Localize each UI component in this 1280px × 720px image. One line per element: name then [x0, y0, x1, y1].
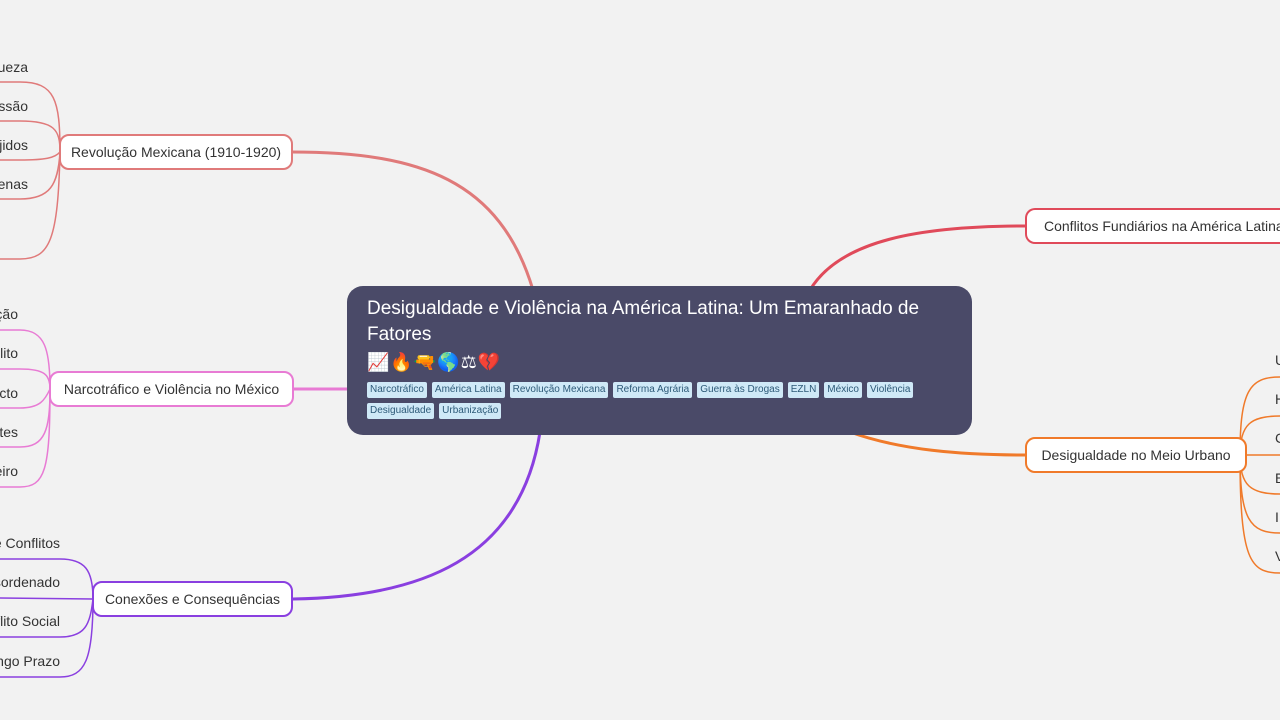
- leaf-revolucao-3[interactable]: jidos: [0, 137, 28, 153]
- tag-guerra-drogas[interactable]: Guerra às Drogas: [697, 382, 783, 398]
- central-topic[interactable]: Desigualdade e Violência na América Lati…: [347, 286, 972, 435]
- leaf-urbano-1[interactable]: U: [1275, 352, 1280, 368]
- node-narcotrafico[interactable]: Narcotráfico e Violência no México: [49, 371, 294, 407]
- connector-urbano: [849, 430, 1027, 457]
- leaf-conexoes-3[interactable]: flito Social: [0, 613, 60, 629]
- connector-conexoes: [292, 431, 542, 601]
- tag-revolucao-mexicana[interactable]: Revolução Mexicana: [509, 382, 609, 398]
- tag-ezln[interactable]: EZLN: [787, 382, 820, 398]
- node-conflitos-fundiarios[interactable]: Conflitos Fundiários na América Latina: [1025, 208, 1280, 244]
- leaf-urbano-4[interactable]: E: [1275, 470, 1280, 486]
- leaf-revolucao-4[interactable]: enas: [0, 176, 28, 192]
- node-revolucao-mexicana[interactable]: Revolução Mexicana (1910-1920): [59, 134, 293, 170]
- tag-reforma-agraria[interactable]: Reforma Agrária: [613, 382, 693, 398]
- leaf-conexoes-2[interactable]: sordenado: [0, 574, 60, 590]
- leaf-urbano-6[interactable]: V: [1275, 548, 1280, 564]
- node-conexoes[interactable]: Conexões e Consequências: [92, 581, 293, 617]
- leaf-narco-5[interactable]: eiro: [0, 463, 18, 479]
- leaf-revolucao-2[interactable]: ssão: [0, 98, 28, 114]
- tag-urbanizacao[interactable]: Urbanização: [439, 403, 502, 419]
- tag-desigualdade[interactable]: Desigualdade: [367, 403, 435, 419]
- leaf-conexoes-4[interactable]: ngo Prazo: [0, 653, 60, 669]
- leaf-urbano-5[interactable]: I: [1275, 509, 1279, 525]
- leaf-urbano-3[interactable]: C: [1275, 430, 1280, 446]
- leaf-urbano-2[interactable]: H: [1275, 391, 1280, 407]
- tag-violencia[interactable]: Violência: [866, 382, 914, 398]
- leaf-narco-2[interactable]: lito: [0, 345, 18, 361]
- connector-revolucao: [291, 150, 535, 291]
- leaf-revolucao-1[interactable]: ueza: [0, 59, 28, 75]
- node-desigualdade-urbano[interactable]: Desigualdade no Meio Urbano: [1025, 437, 1247, 473]
- central-title: Desigualdade e Violência na América Lati…: [367, 298, 920, 345]
- leaf-narco-1[interactable]: ção: [0, 306, 18, 322]
- central-tags: Narcotráfico América Latina Revolução Me…: [367, 382, 927, 419]
- central-emoji-markers: 📈🔥🔫🌎⚖💔: [367, 352, 502, 372]
- leaf-conexoes-1[interactable]: e Conflitos: [0, 535, 60, 551]
- leaf-narco-4[interactable]: tes: [0, 424, 18, 440]
- tag-mexico[interactable]: México: [824, 382, 862, 398]
- leaf-narco-3[interactable]: cto: [0, 385, 18, 401]
- tag-america-latina[interactable]: América Latina: [431, 382, 505, 398]
- connector-conflitos: [808, 224, 1027, 291]
- tag-narcotrafico[interactable]: Narcotráfico: [367, 382, 427, 398]
